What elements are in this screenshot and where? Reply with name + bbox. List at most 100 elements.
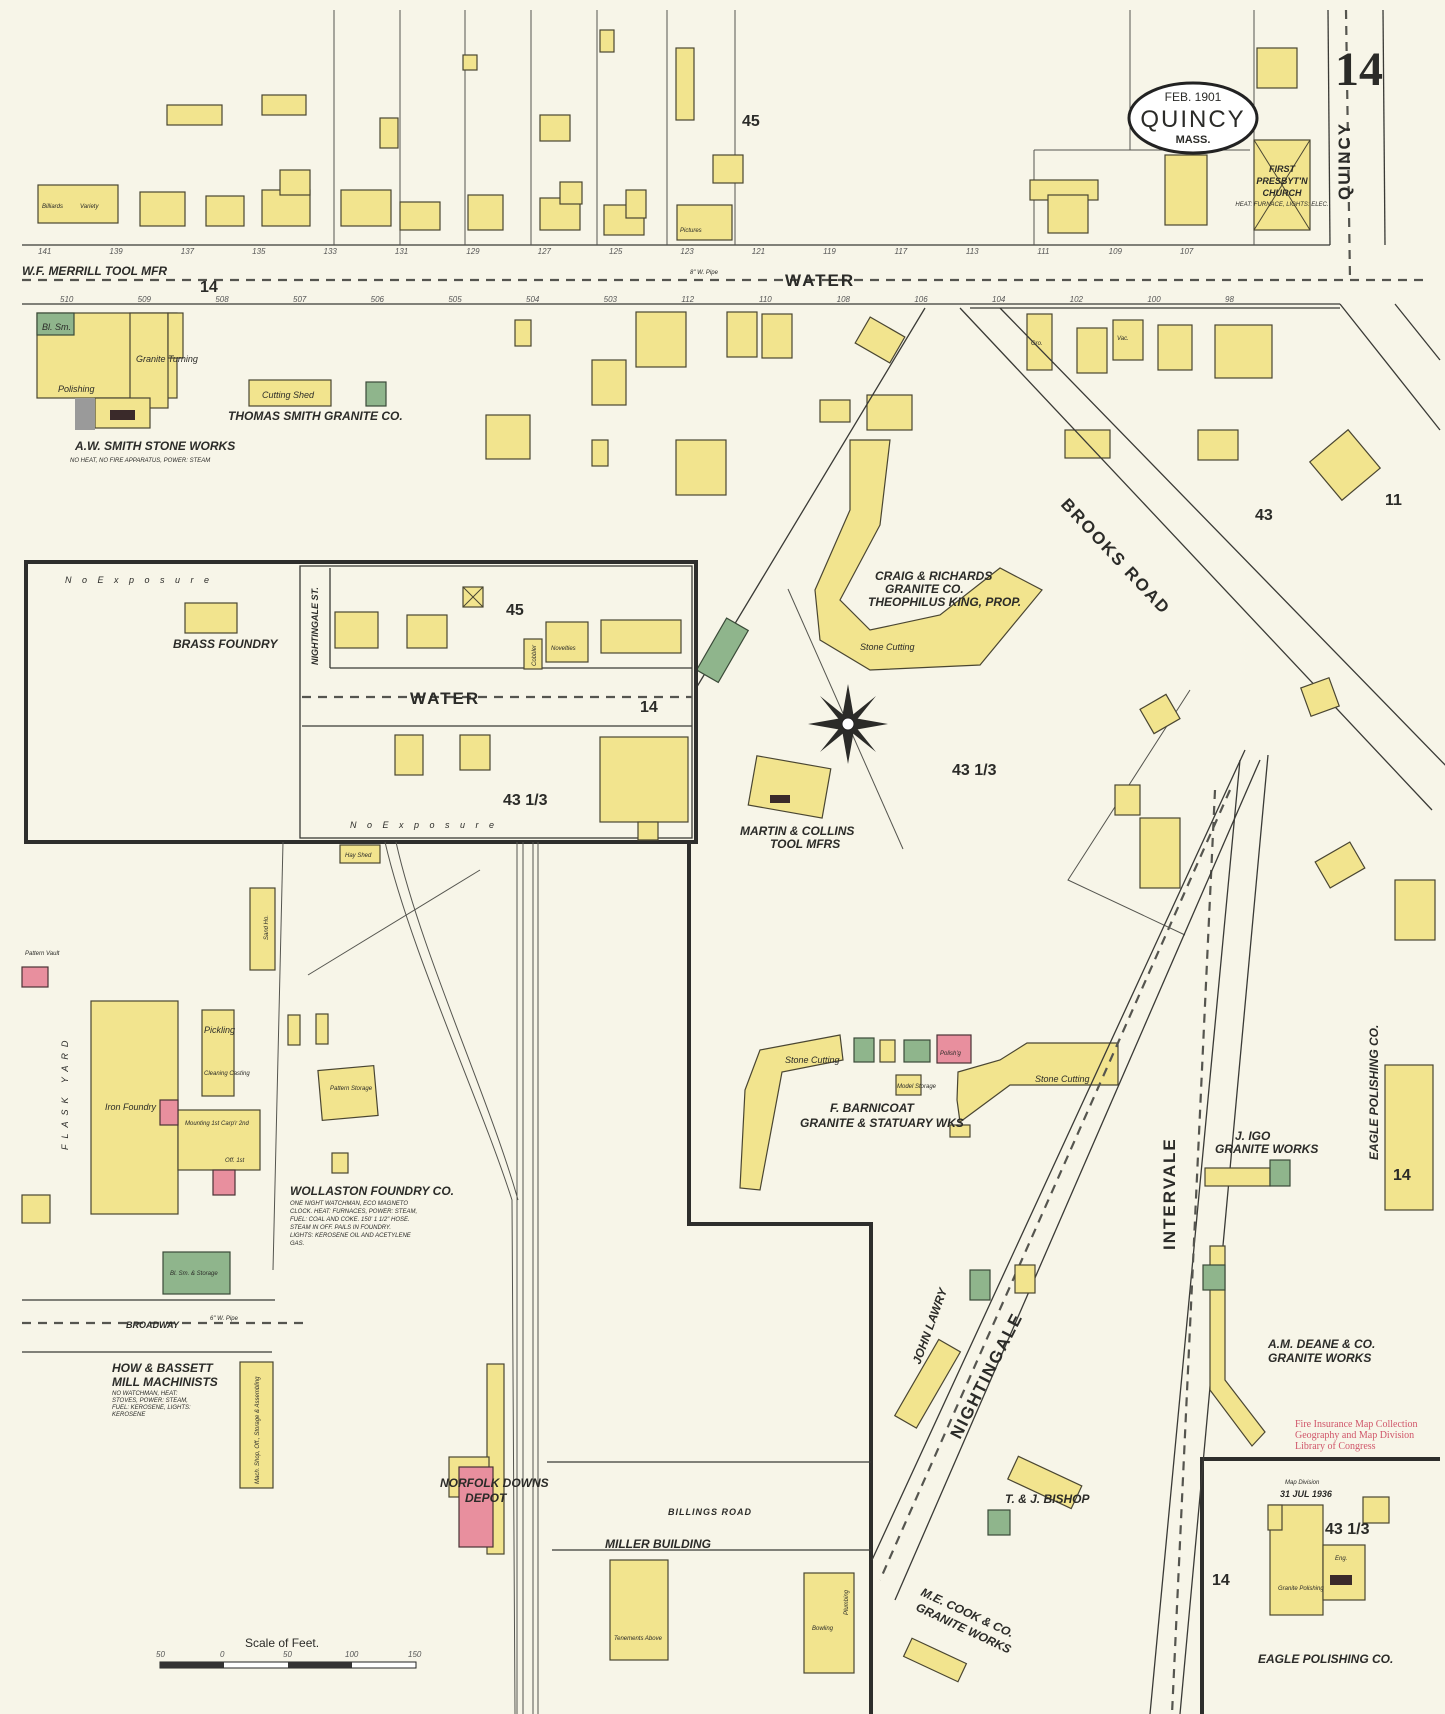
house-number: 127 [538,247,552,256]
variety-label: Variety [80,204,99,210]
aw-smith-name: A.W. SMITH STONE WORKS [74,439,235,453]
how-bassett-name-1: HOW & BASSETT [112,1361,214,1375]
brooks-east-lots [1067,677,1436,941]
aw-smith-stone-works: Polishing Bl. Sm. Granite Turning A.W. S… [22,264,235,464]
eagle-polishing-side: 14 EAGLE POLISHING CO. [1367,1025,1434,1211]
street-label-billings: BILLINGS ROAD [668,1507,752,1517]
billiards-label: Billiards [42,204,63,210]
martin-collins-name-1: MARTIN & COLLINS [740,824,854,838]
tenements-label: Tenements Above [614,1636,663,1642]
pattern-storage-label: Pattern Storage [330,1086,373,1092]
stamp-line-3: Library of Congress [1295,1441,1376,1452]
vacant-label: Vac. [1117,336,1129,342]
wollaston-note-6: GAS. [290,1241,304,1247]
church-note: HEAT: FURNACE, LIGHTS: ELEC. [1235,202,1328,208]
pickling-label: Pickling [204,1025,235,1035]
block-number-43-1-3-se: 43 1/3 [1325,1521,1370,1538]
bowling-label: Bowling [812,1626,834,1632]
stamp-line-1: Fire Insurance Map Collection [1295,1419,1417,1430]
model-storage-label: Model Storage [897,1084,937,1090]
eagle-polishing-co: Eng. Granite Polishing EAGLE POLISHING C… [1212,1480,1393,1666]
church-label-2: PRESBYT'N [1256,176,1308,186]
block-number-45: 45 [742,113,760,130]
deane-name-2: GRANITE WORKS [1268,1351,1371,1365]
house-number: 117 [895,247,908,256]
how-bassett-note-4: KEROSENE [112,1412,146,1418]
wollaston-note-4: STEAM IN OFF. PAILS IN FOUNDRY. [290,1225,391,1231]
church-label-3: CHURCH [1263,188,1302,198]
house-number: 139 [109,247,123,256]
igo-name-2: GRANITE WORKS [1215,1142,1318,1156]
iron-foundry-label: Iron Foundry [105,1102,157,1112]
wollaston-foundry: Iron Foundry Pickling Cleaning Casting M… [21,844,454,1295]
house-number: 507 [293,295,307,304]
house-number: 112 [681,295,694,304]
how-bassett-note-3: FUEL: KEROSENE, LIGHTS: [112,1405,191,1411]
eagle-polishing-side-label: EAGLE POLISHING CO. [1367,1025,1381,1160]
scale-tick-0: 0 [220,1650,225,1659]
house-number: 129 [466,247,480,256]
street-label-quincy: QUINCY [1335,122,1354,200]
martin-collins-name-2: TOOL MFRS [770,837,840,851]
eagle-polishing-label: EAGLE POLISHING CO. [1258,1652,1393,1666]
wollaston-note-3: FUEL: COAL AND COKE. 150' 1 1/2" HOSE. [290,1217,410,1223]
how-bassett-note-1: NO WATCHMAN, HEAT: [112,1391,178,1397]
title-cartouche: FEB. 1901 QUINCY MASS. [1127,81,1259,155]
martin-collins-tool: MARTIN & COLLINS TOOL MFRS [740,755,854,851]
street-label-water-inset: WATER [410,689,480,708]
pipe-label-broadway: 6" W. Pipe [210,1316,239,1322]
intervale-street: INTERVALE [1149,754,1269,1714]
adjoining-sheet-14-c: 14 [1393,1167,1411,1184]
mounting-label: Mounting 1st Carp'r 2nd [185,1121,250,1127]
broadway-street: BROADWAY 6" W. Pipe [22,1299,310,1353]
norfolk-downs-depot: NORFOLK DOWNS DEPOT [440,1363,549,1555]
house-number: 109 [1109,247,1123,256]
polishing-b-label: Polish'g [940,1051,961,1057]
novelties-label: Novelties [551,646,576,652]
compass-rose-icon [787,588,904,850]
norfolk-downs-name-1: NORFOLK DOWNS [440,1476,549,1490]
barnicoat-name-2: GRANITE & STATUARY WKS [800,1116,964,1130]
adjoining-sheet-14-d: 14 [1212,1572,1230,1589]
wollaston-name: WOLLASTON FOUNDRY CO. [290,1184,454,1198]
bl-sm-building [695,617,750,684]
wollaston-note-1: ONE NIGHT WATCHMAN, ECO MAGNETO [290,1201,408,1207]
aw-smith-note: NO HEAT, NO FIRE APPARATUS, POWER: STEAM [70,458,210,464]
street-label-nightingale-st: NIGHTINGALE ST. [310,587,320,665]
house-number: 131 [395,247,408,256]
flask-yard-label: FLASK YARD [60,1035,70,1150]
adjoining-sheet-14-a: 14 [200,279,218,296]
pipe-label: 8" W. Pipe [690,270,719,276]
house-number: 503 [604,295,618,304]
merrill-label: W.F. MERRILL TOOL MFR [22,264,167,278]
deane-granite-works: A.M. DEANE & CO. GRANITE WORKS [1202,1245,1375,1447]
craig-richards-name-1: CRAIG & RICHARDS [875,569,992,583]
house-number: 504 [526,295,540,304]
bishop-label: T. & J. BISHOP [1005,1492,1090,1506]
house-number: 125 [609,247,623,256]
scale-tick-100: 100 [345,1650,359,1659]
quincy-street: QUINCY [1327,9,1441,431]
house-number: 98 [1225,295,1234,304]
block-number-43: 43 [1255,507,1273,524]
house-number: 111 [1037,247,1049,256]
adjoining-sheet-14-b: 14 [640,699,658,716]
igo-name-1: J. IGO [1235,1129,1271,1143]
scale-bar: Scale of Feet. 50 0 50 100 150 [156,1636,422,1669]
church-label-1: FIRST [1269,164,1297,174]
office-label: Off. 1st [225,1158,245,1164]
cartouche-state: MASS. [1176,134,1211,146]
house-number: 506 [371,295,385,304]
cutting-shed-label: Cutting Shed [262,390,315,400]
pattern-vault-label: Pattern Vault [25,951,60,957]
street-label-water: WATER [785,271,855,290]
railroad-tracks [272,841,539,1714]
igo-granite-works: J. IGO GRANITE WORKS [1204,1129,1318,1187]
granite-turning-label: Granite Turning [136,354,198,364]
stone-cutting-label: Stone Cutting [860,642,915,652]
bl-sm-storage-label: Bl. Sm. & Storage [170,1271,218,1277]
grocery-label: Gro. [1031,341,1043,347]
how-bassett: Mach. Shop, Off., Storage & Assembling H… [112,1361,274,1489]
